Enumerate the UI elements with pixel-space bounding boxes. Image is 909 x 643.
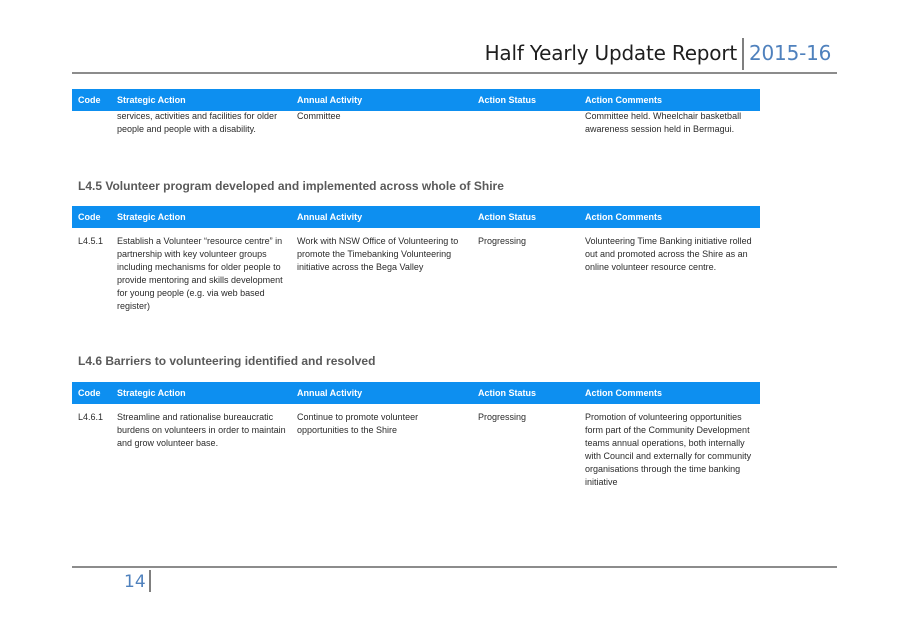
table-row: L4.6.1 Streamline and rationalise bureau… bbox=[72, 411, 760, 511]
col-strategic-action-header: Strategic Action bbox=[117, 388, 186, 398]
cell-action-comments: Promotion of volunteering opportunities … bbox=[585, 412, 752, 487]
col-code-header: Code bbox=[78, 388, 101, 398]
header-rule bbox=[72, 72, 837, 74]
cell-strategic-action: Establish a Volunteer “resource centre” … bbox=[117, 236, 283, 311]
table-l4-5: Code Strategic Action Annual Activity Ac… bbox=[72, 206, 760, 323]
col-code-header: Code bbox=[78, 212, 101, 222]
table-row: L4.5.1 Establish a Volunteer “resource c… bbox=[72, 235, 760, 330]
col-action-status-header: Action Status bbox=[478, 388, 537, 398]
cell-action-status: Progressing bbox=[478, 236, 527, 246]
col-annual-activity-header: Annual Activity bbox=[297, 388, 363, 398]
cell-annual-activity: Work with NSW Office of Volunteering to … bbox=[297, 236, 459, 272]
page-number: 14 bbox=[124, 572, 146, 592]
header-divider bbox=[742, 38, 744, 70]
cell-annual-activity: Committee bbox=[297, 111, 341, 121]
col-action-status-header: Action Status bbox=[478, 95, 537, 105]
footer-divider bbox=[149, 570, 151, 592]
col-action-comments-header: Action Comments bbox=[585, 212, 663, 222]
report-year: 2015-16 bbox=[749, 41, 832, 65]
col-strategic-action-header: Strategic Action bbox=[117, 95, 186, 105]
table-header: Code Strategic Action Annual Activity Ac… bbox=[72, 89, 760, 111]
col-action-comments-header: Action Comments bbox=[585, 95, 663, 105]
cell-code: L4.6.1 bbox=[78, 412, 104, 422]
footer-rule bbox=[72, 566, 837, 568]
col-code-header: Code bbox=[78, 95, 101, 105]
table-header: Code Strategic Action Annual Activity Ac… bbox=[72, 206, 760, 228]
col-annual-activity-header: Annual Activity bbox=[297, 95, 363, 105]
report-title: Half Yearly Update Report bbox=[484, 41, 738, 65]
cell-action-comments: Committee held. Wheelchair basketball aw… bbox=[585, 111, 742, 134]
table-header: Code Strategic Action Annual Activity Ac… bbox=[72, 382, 760, 404]
cell-strategic-action: services, activities and facilities for … bbox=[117, 111, 278, 134]
cell-action-comments: Volunteering Time Banking initiative rol… bbox=[585, 236, 752, 272]
col-action-comments-header: Action Comments bbox=[585, 388, 663, 398]
section-heading-l4-6: L4.6 Barriers to volunteering identified… bbox=[78, 354, 376, 368]
col-strategic-action-header: Strategic Action bbox=[117, 212, 186, 222]
section-heading-l4-5: L4.5 Volunteer program developed and imp… bbox=[78, 179, 504, 193]
cell-action-status: Progressing bbox=[478, 412, 527, 422]
table-l4-6: Code Strategic Action Annual Activity Ac… bbox=[72, 382, 760, 504]
cell-strategic-action: Streamline and rationalise bureaucratic … bbox=[117, 412, 286, 448]
cell-code: L4.5.1 bbox=[78, 236, 104, 246]
table-continued: Code Strategic Action Annual Activity Ac… bbox=[72, 89, 760, 151]
col-annual-activity-header: Annual Activity bbox=[297, 212, 363, 222]
col-action-status-header: Action Status bbox=[478, 212, 537, 222]
table-row: services, activities and facilities for … bbox=[72, 110, 760, 150]
cell-annual-activity: Continue to promote volunteer opportunit… bbox=[297, 412, 419, 435]
